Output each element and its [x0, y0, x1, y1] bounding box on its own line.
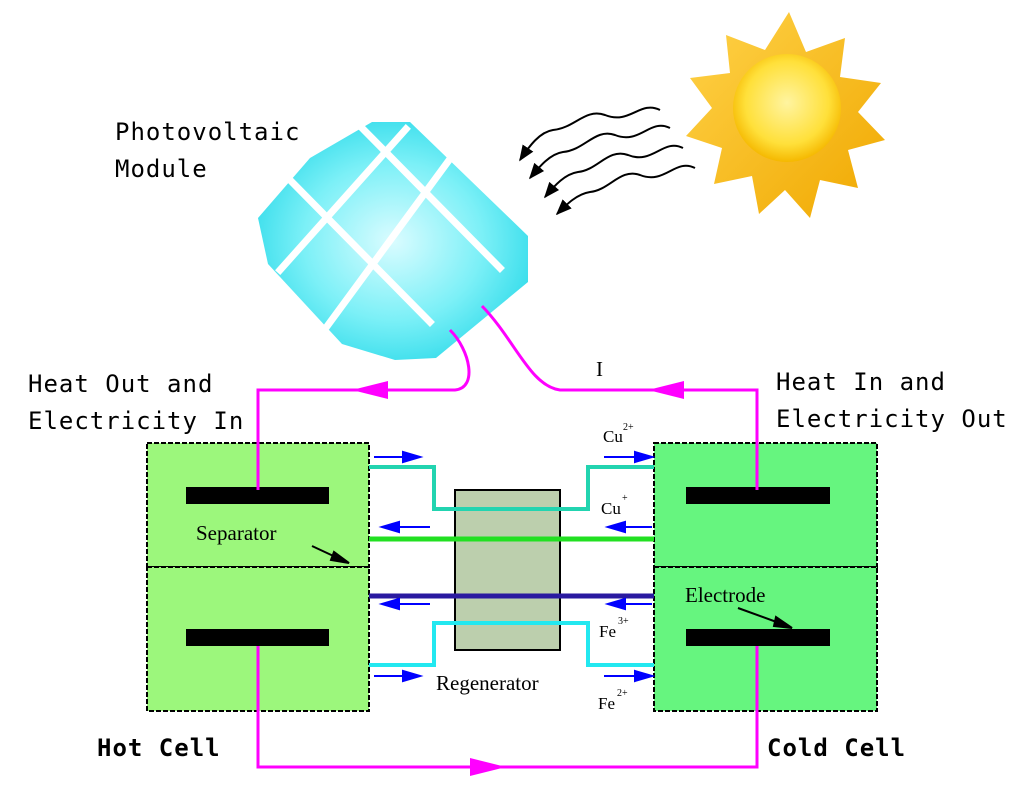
pointer-arrows — [311, 545, 793, 629]
svg-text:Fe: Fe — [599, 622, 616, 641]
hot-label-line1: Heat Out and — [28, 370, 213, 398]
pv-label-line1: Photovoltaic — [115, 118, 300, 146]
cold-cell-electrode-bottom — [686, 629, 830, 646]
wire-arrow-bottom — [470, 758, 506, 776]
svg-text:Cu: Cu — [603, 427, 623, 446]
cold-label-line2: Electricity Out — [776, 405, 1008, 433]
wire-pv-to-cold — [480, 304, 759, 490]
cold-cell — [653, 442, 878, 712]
sunlight-wave-2 — [528, 124, 671, 180]
circuit-wires — [256, 304, 759, 769]
svg-text:Cu: Cu — [601, 499, 621, 518]
svg-text:Fe: Fe — [598, 694, 615, 713]
pipe-cu-top — [369, 465, 654, 511]
flow-arrow-left-1 — [374, 450, 424, 464]
hot-cell-electrode-bottom — [186, 629, 329, 646]
regenerator-box — [454, 489, 561, 651]
ion-fe2: Fe 2+ — [598, 688, 628, 713]
pipes — [369, 465, 654, 667]
wire-bottom-loop — [256, 646, 759, 769]
hot-label-line2: Electricity In — [28, 407, 244, 435]
sunlight-wave-3 — [543, 144, 684, 199]
svg-text:+: + — [622, 493, 628, 504]
flow-arrow-right-3 — [604, 597, 652, 611]
pv-label-line2: Module — [115, 155, 208, 183]
separator-label: Separator — [196, 521, 276, 545]
svg-text:2+: 2+ — [617, 688, 628, 699]
photovoltaic-module — [258, 122, 528, 360]
cold-cell-upper — [653, 442, 878, 568]
svg-text:3+: 3+ — [618, 616, 629, 627]
sun-body — [733, 54, 841, 162]
cold-cell-electrode-top — [686, 487, 830, 504]
sun-icon — [686, 12, 885, 218]
wire-arrow-top-left — [352, 381, 388, 399]
wire-arrowheads — [352, 381, 684, 776]
hot-cell-electrode-top — [186, 487, 329, 504]
flow-arrow-left-2 — [378, 520, 430, 534]
pv-grid-lines — [275, 123, 505, 330]
sunlight-waves — [519, 106, 696, 216]
current-label: I — [596, 357, 603, 381]
flow-arrow-right-4 — [604, 669, 656, 683]
pipe-fe-bottom — [369, 621, 654, 667]
flow-arrows — [374, 450, 656, 683]
svg-text:2+: 2+ — [623, 422, 634, 433]
hot-cell-label: Hot Cell — [97, 734, 221, 762]
flow-arrow-right-1 — [604, 450, 656, 464]
cold-cell-label: Cold Cell — [767, 734, 906, 762]
ion-cu1: Cu + — [601, 493, 628, 518]
ion-cu2: Cu 2+ — [603, 422, 634, 446]
ion-fe3: Fe 3+ — [599, 616, 629, 641]
sunlight-wave-1 — [519, 106, 661, 162]
cold-label-line1: Heat In and — [776, 368, 946, 396]
wire-arrow-top-right — [648, 381, 684, 399]
flow-arrow-left-3 — [378, 597, 430, 611]
sunlight-wave-4 — [555, 164, 696, 216]
regenerator-label: Regenerator — [436, 671, 539, 695]
flow-arrow-left-4 — [374, 669, 424, 683]
flow-arrow-right-2 — [604, 520, 652, 534]
wire-pv-to-hot — [256, 328, 471, 490]
electrode-label: Electrode — [685, 583, 765, 607]
